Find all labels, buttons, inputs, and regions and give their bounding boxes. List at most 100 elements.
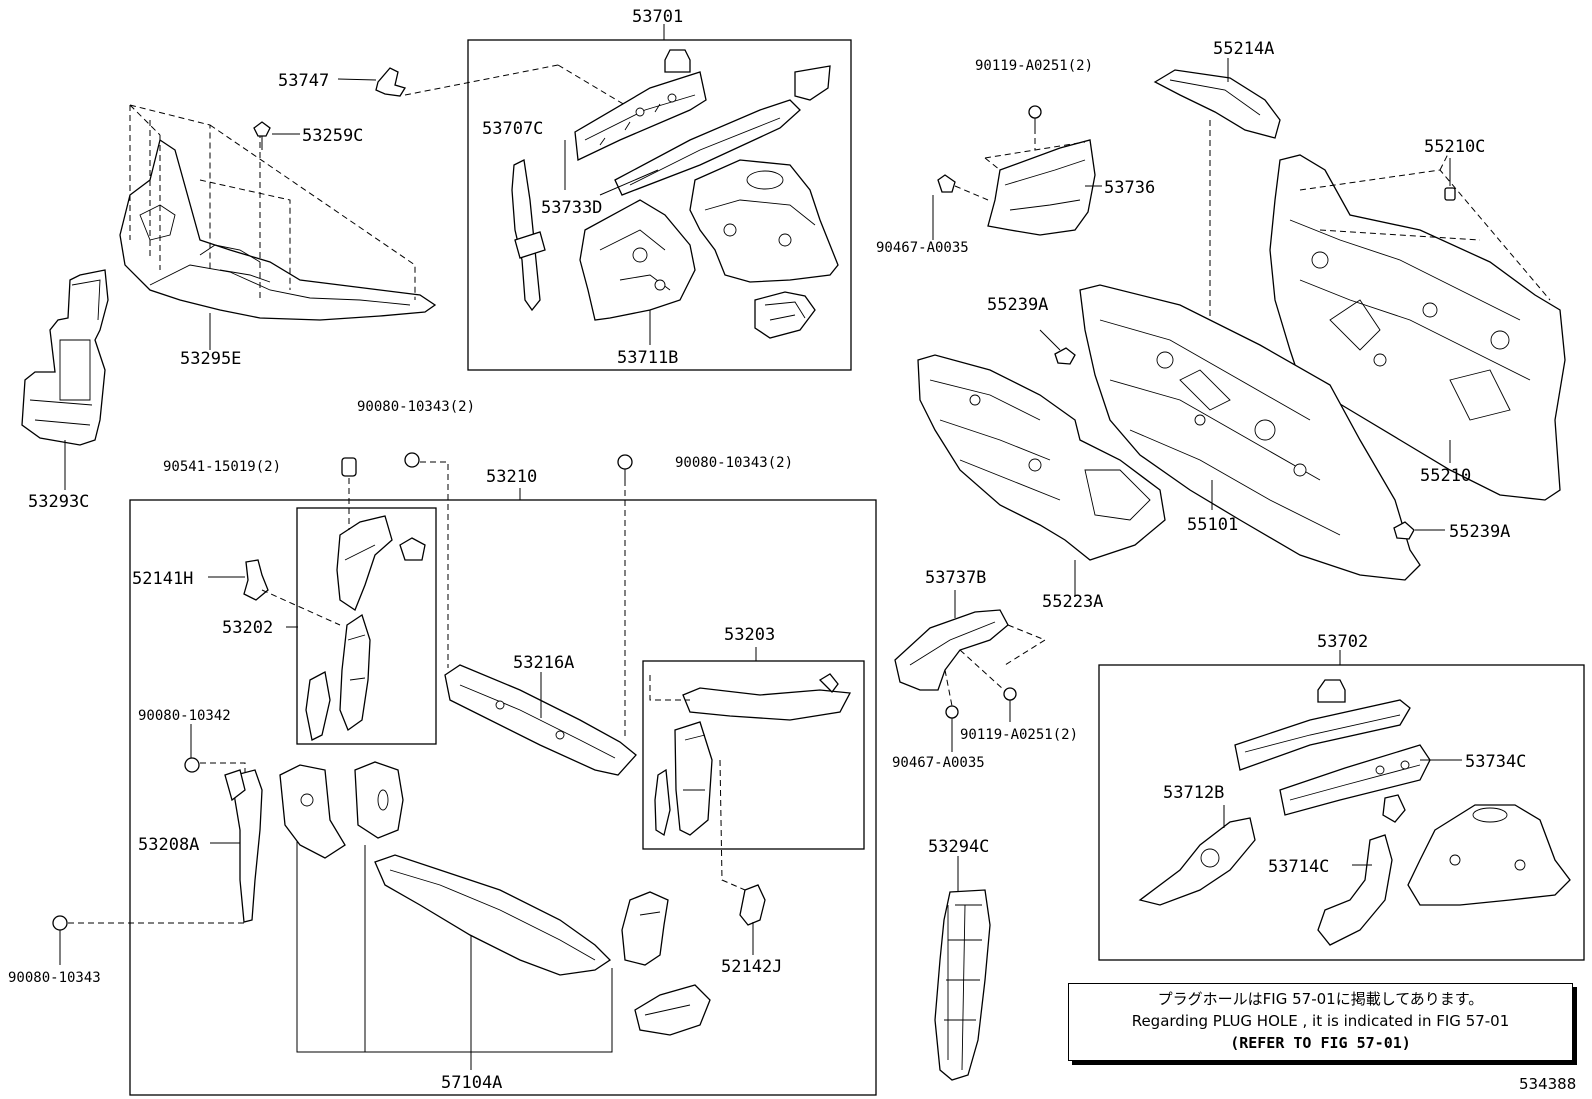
label-55239A-lower: 55239A: [1449, 522, 1510, 542]
part-53702-small-clip: [1382, 794, 1406, 823]
note-box: プラグホールはFIG 57-01に掲載してあります。 Regarding PLU…: [1068, 983, 1573, 1061]
part-55210: [1269, 154, 1566, 501]
part-53216A: [444, 664, 637, 776]
dashed-guides-53210: [68, 461, 746, 924]
part-suspension-tower-53701: [689, 159, 839, 283]
label-53203: 53203: [724, 625, 775, 645]
label-55210: 55210: [1420, 466, 1471, 486]
part-53734C: [1279, 744, 1431, 816]
label-53736: 53736: [1104, 178, 1155, 198]
part-53737B: [894, 609, 1009, 691]
part-53259C: [253, 121, 271, 150]
part-53294C: [934, 889, 991, 1081]
label-90080-10343-d: 90080-10343: [8, 970, 101, 986]
dashed-guides-53737B: [944, 624, 1047, 707]
label-53259C: 53259C: [302, 126, 363, 146]
part-bracket-top-53701: [664, 49, 691, 73]
note-line-japanese: プラグホールはFIG 57-01に掲載してあります。: [1157, 990, 1484, 1008]
part-90467-A0035-lower: [945, 705, 959, 719]
label-57104A: 57104A: [441, 1073, 502, 1093]
label-55101: 55101: [1187, 515, 1238, 535]
label-53208A: 53208A: [138, 835, 199, 855]
label-53714C: 53714C: [1268, 857, 1329, 877]
label-90119-A0251-lower: 90119-A0251(2): [960, 727, 1078, 743]
note-line-refer: (REFER TO FIG 57-01): [1230, 1034, 1411, 1052]
label-52142J: 52142J: [721, 957, 782, 977]
label-53294C: 53294C: [928, 837, 989, 857]
part-53707C: [511, 159, 546, 312]
part-53208A: [224, 769, 263, 923]
part-55210C: [1444, 187, 1456, 201]
part-center-brackets-53210: [279, 761, 404, 859]
part-small-bracket-53701: [754, 291, 816, 339]
part-53702-bracket: [1317, 679, 1346, 703]
label-52141H: 52141H: [132, 569, 193, 589]
label-53295E: 53295E: [180, 349, 241, 369]
part-upper-rail-53701: [614, 99, 801, 196]
part-53711B: [579, 199, 696, 321]
label-53202: 53202: [222, 618, 273, 638]
group-box-53202: [296, 507, 437, 745]
part-55101: [1079, 284, 1421, 581]
part-55239A-lower: [1393, 521, 1415, 540]
label-53737B: 53737B: [925, 568, 986, 588]
label-53712B: 53712B: [1163, 783, 1224, 803]
figure-number: 534388: [1519, 1075, 1577, 1093]
part-53714C: [1317, 834, 1393, 946]
part-52142J: [739, 884, 766, 926]
label-90541-15019: 90541-15019(2): [163, 459, 281, 475]
note-line-english: Regarding PLUG HOLE , it is indicated in…: [1131, 1012, 1510, 1030]
part-57104A-side: [621, 891, 711, 1036]
part-bracket-right-53701: [794, 65, 831, 101]
part-90119-A0251-upper: [1028, 105, 1042, 128]
part-53747: [375, 67, 407, 97]
part-53736: [987, 139, 1096, 236]
part-53702-tower: [1407, 804, 1571, 906]
part-53702-rail: [1234, 699, 1411, 771]
leader-lines: [59, 24, 1462, 1070]
part-90119-A0251-lower: [1003, 687, 1017, 701]
part-53202: [305, 515, 426, 741]
label-90080-10343-a: 90080-10343(2): [357, 399, 475, 415]
part-53733D: [574, 71, 707, 161]
part-53712B: [1138, 817, 1256, 906]
label-90467-A0035-lower: 90467-A0035: [892, 755, 985, 771]
dashed-guides-55210: [1209, 120, 1551, 320]
label-53702: 53702: [1317, 632, 1368, 652]
part-52141H: [243, 559, 269, 601]
dashed-guides-53736: [954, 128, 1086, 201]
label-55214A: 55214A: [1213, 39, 1274, 59]
part-55223A: [917, 354, 1166, 561]
part-55214A: [1153, 69, 1281, 139]
part-55239A-upper: [1054, 347, 1076, 365]
fasteners-53210: [52, 452, 633, 931]
label-53707C: 53707C: [482, 119, 543, 139]
label-90080-10343-b: 90080-10343(2): [675, 455, 793, 471]
part-labels: 53701 53747 53259C 53707C 53733D 53711B …: [8, 7, 1526, 1093]
label-53711B: 53711B: [617, 348, 678, 368]
label-53747: 53747: [278, 71, 329, 91]
label-53701: 53701: [632, 7, 683, 27]
label-53216A: 53216A: [513, 653, 574, 673]
label-55223A: 55223A: [1042, 592, 1103, 612]
label-53734C: 53734C: [1465, 752, 1526, 772]
group-box-53702: [1098, 664, 1585, 961]
label-55239A-upper: 55239A: [987, 295, 1048, 315]
label-55210C: 55210C: [1424, 137, 1485, 157]
part-53203: [654, 673, 852, 837]
label-90080-10342: 90080-10342: [138, 708, 231, 724]
dashed-guides-53295E: [129, 104, 416, 300]
part-90467-A0035-upper: [937, 174, 956, 193]
label-53293C: 53293C: [28, 492, 89, 512]
group-box-53701: [467, 39, 852, 371]
part-53293C: [21, 269, 109, 446]
label-90119-A0251-upper: 90119-A0251(2): [975, 58, 1093, 74]
group-box-53210: [129, 499, 877, 1096]
part-53295E: [119, 138, 437, 321]
part-57104A: [374, 854, 612, 976]
label-53733D: 53733D: [541, 198, 602, 218]
group-box-53203: [642, 660, 865, 850]
label-90467-A0035-upper: 90467-A0035: [876, 240, 969, 256]
label-53210: 53210: [486, 467, 537, 487]
